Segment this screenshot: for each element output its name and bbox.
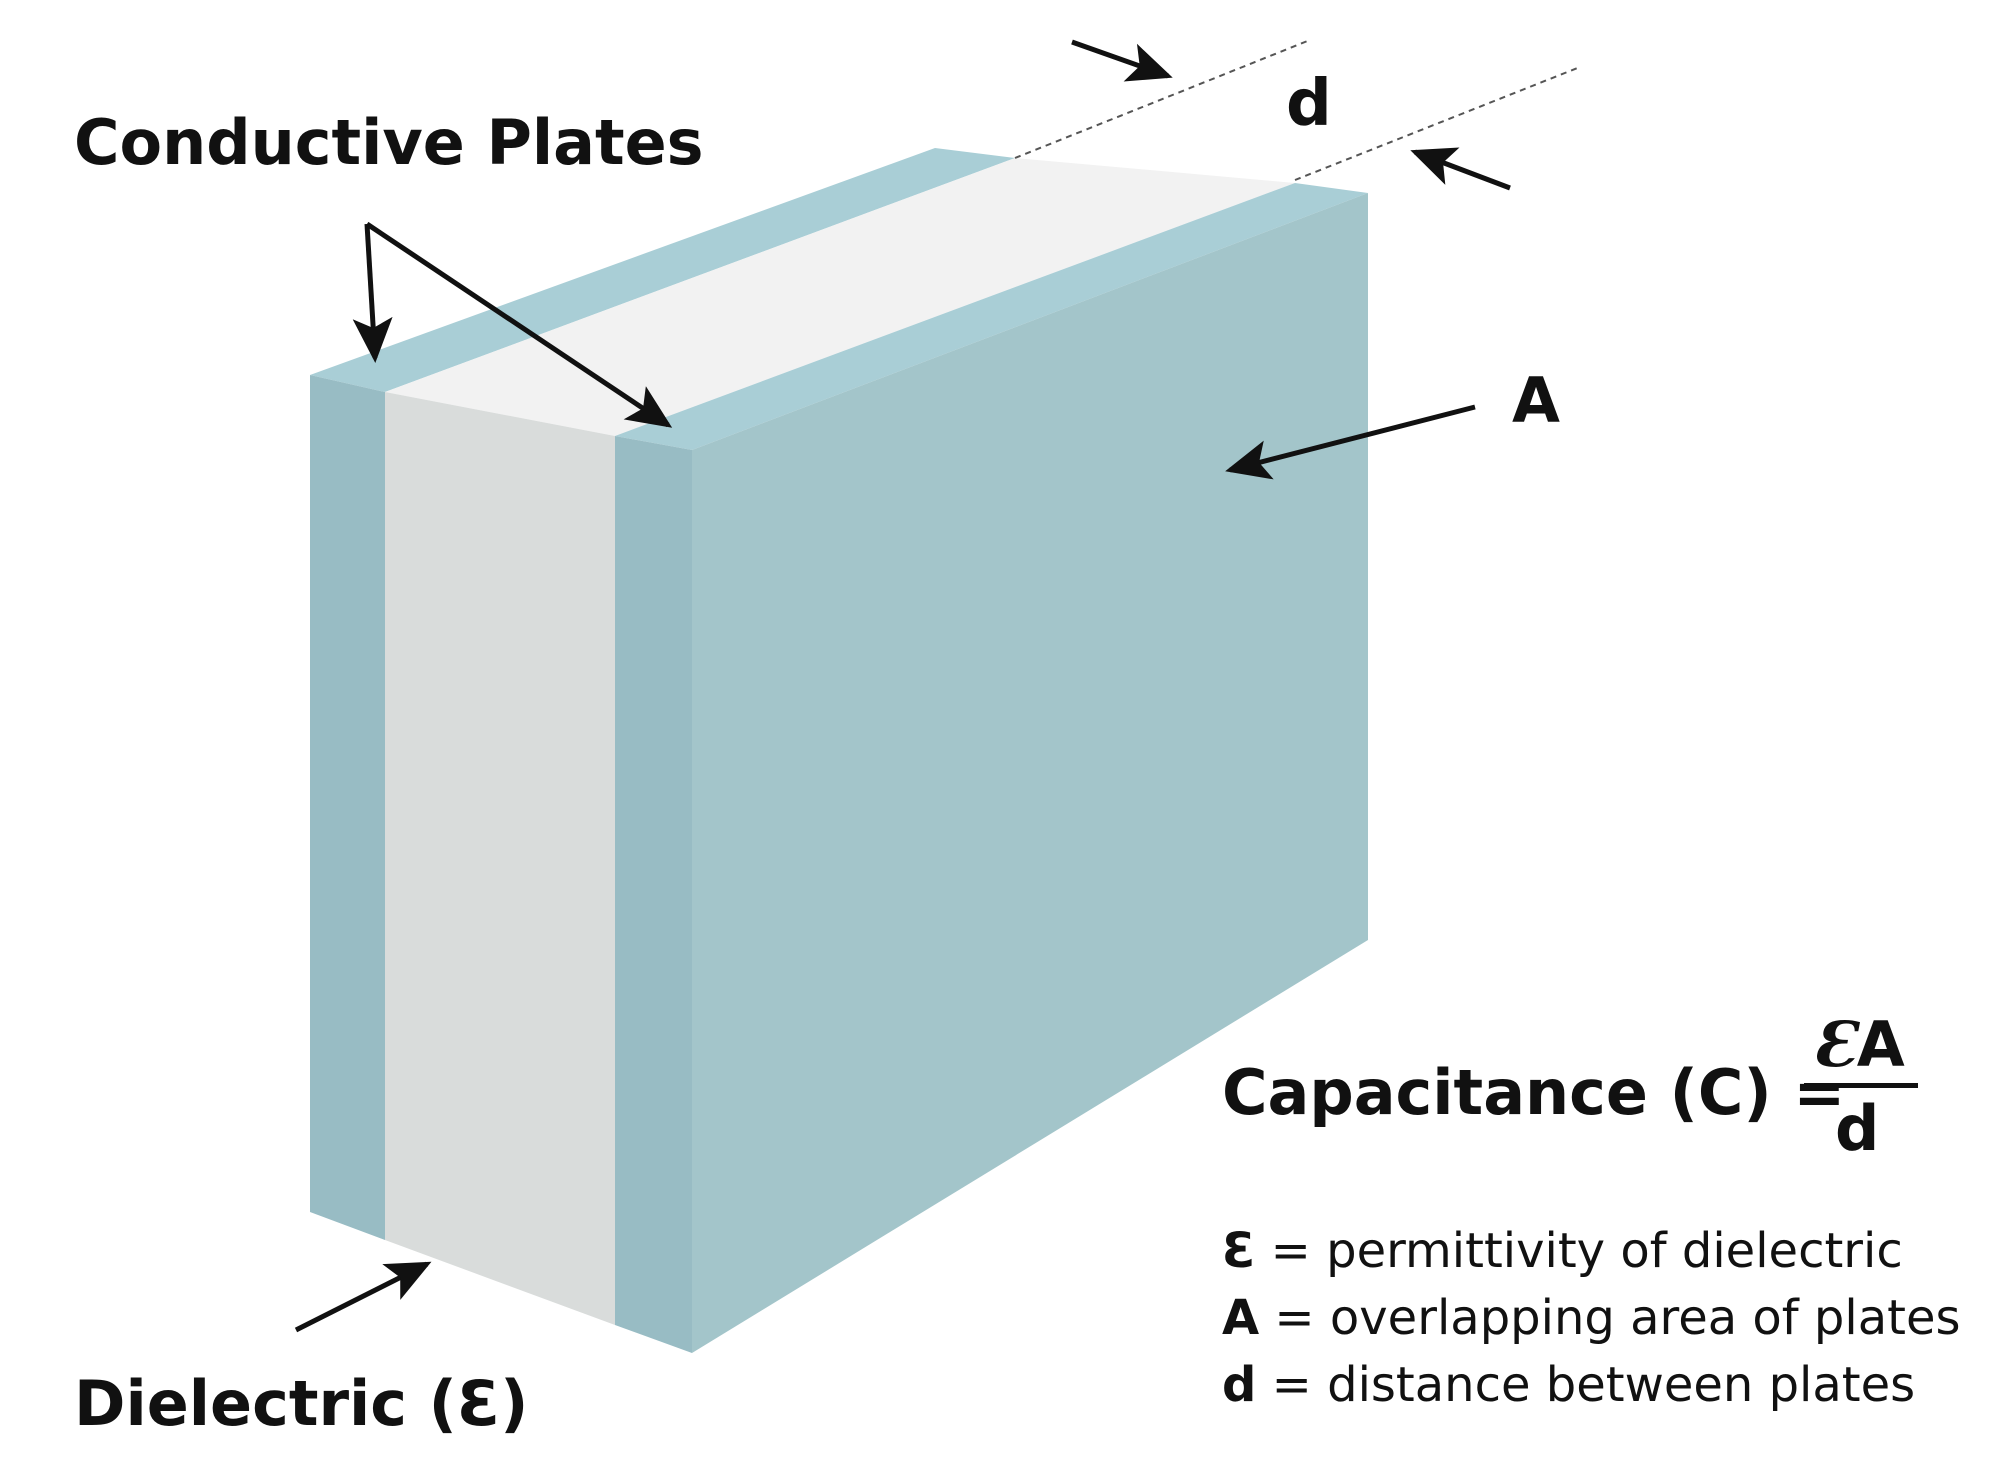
capacitance-formula: Capacitance (C) = ƐA d [1222,1008,1922,1165]
front-plate-front-face [615,436,692,1353]
legend-row-distance: d = distance between plates [1222,1352,1961,1419]
formula-area: A [1856,1008,1905,1081]
d-extension-line-back [1014,39,1311,159]
legend-text: = permittivity of dielectric [1270,1223,1903,1279]
formula-numerator: ƐA [1812,1008,1905,1081]
formula-epsilon: Ɛ [1812,1008,1857,1081]
back-plate-front-face [310,375,385,1240]
front-plate-side-face [692,193,1368,1353]
dielectric-front-face [385,392,615,1325]
distance-d-label: d [1286,67,1332,141]
back-plate-top-face [310,148,1015,392]
legend-row-epsilon: Ɛ = permittivity of dielectric [1222,1218,1961,1285]
legend-symbol: A [1222,1290,1260,1346]
legend-text: = distance between plates [1271,1357,1916,1413]
conductive-plates-label: Conductive Plates [74,106,704,179]
plates-arrow-back [352,223,393,363]
variable-legend: Ɛ = permittivity of dielectric A = overl… [1222,1218,1961,1419]
d-arrow-right [1410,147,1511,191]
area-arrow [1225,404,1476,480]
formula-lhs: Capacitance (C) = [1222,1056,1846,1129]
d-arrow-left [1071,39,1173,82]
d-extension-line-front [1294,66,1581,181]
dielectric-top-face [385,158,1295,436]
formula-denominator: d [1835,1092,1880,1165]
dielectric-arrow [294,1261,432,1333]
fraction-bar [1804,1083,1918,1088]
front-plate-top-face [615,183,1368,450]
legend-symbol: Ɛ [1222,1223,1256,1279]
plates-arrow-front [365,221,673,428]
area-a-label: A [1512,364,1560,437]
dielectric-label: Dielectric (Ɛ) [74,1367,529,1440]
legend-symbol: d [1222,1357,1257,1413]
legend-text: = overlapping area of plates [1274,1290,1961,1346]
legend-row-area: A = overlapping area of plates [1222,1285,1961,1352]
